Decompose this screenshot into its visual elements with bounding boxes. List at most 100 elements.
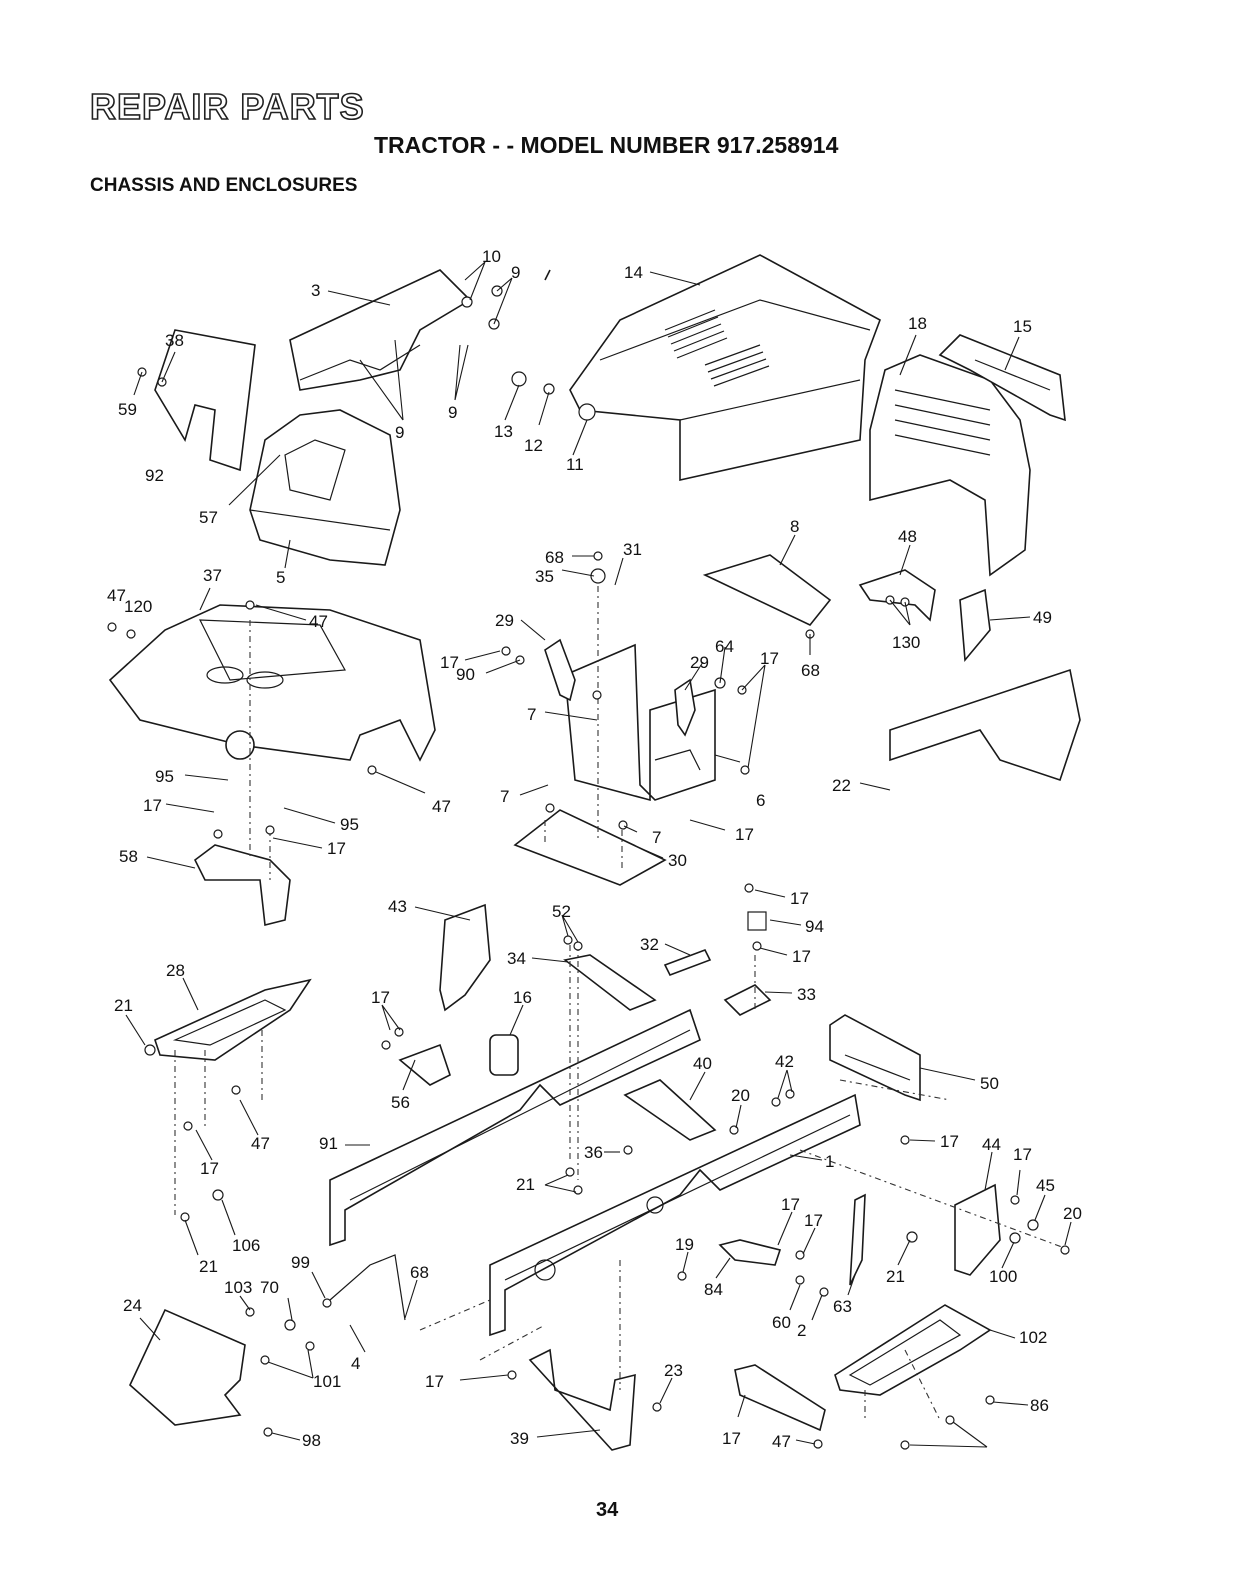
callout-label: 94 xyxy=(805,917,824,936)
callout-label: 40 xyxy=(693,1054,712,1073)
callout-label: 20 xyxy=(1063,1204,1082,1223)
callout-label: 68 xyxy=(801,661,820,680)
callout-label: 17 xyxy=(722,1429,741,1448)
callout-label: 3 xyxy=(311,281,320,300)
part-plate-30 xyxy=(513,809,667,886)
callout-label: 17 xyxy=(143,796,162,815)
callout-label: 8 xyxy=(790,517,799,536)
part-dash-bracket xyxy=(289,269,472,391)
callout-label: 35 xyxy=(535,567,554,586)
callout-label: 47 xyxy=(309,612,328,631)
callout-label: 17 xyxy=(790,889,809,908)
callout-label: 9 xyxy=(511,263,520,282)
callout-label: 84 xyxy=(704,1280,723,1299)
callout-label: 33 xyxy=(797,985,816,1004)
callout-label: 22 xyxy=(832,776,851,795)
part-grille-housing xyxy=(869,354,1031,577)
callout-label: 120 xyxy=(124,597,152,616)
callout-label: 86 xyxy=(1030,1396,1049,1415)
callout-label: 11 xyxy=(566,455,584,474)
callout-label: 16 xyxy=(513,988,532,1007)
callout-label: 38 xyxy=(165,331,184,350)
callout-label: 68 xyxy=(545,548,564,567)
callout-label: 34 xyxy=(507,949,526,968)
part-footrest-24 xyxy=(834,1304,992,1396)
callout-label: 49 xyxy=(1033,608,1052,627)
callout-label: 7 xyxy=(527,705,536,724)
callout-label: 60 xyxy=(772,1313,791,1332)
callout-label: 24 xyxy=(123,1296,142,1315)
callout-label: 103 xyxy=(224,1278,252,1297)
callout-label: 2 xyxy=(797,1321,806,1340)
callout-label: 57 xyxy=(199,508,218,527)
callout-label: 17 xyxy=(1013,1145,1032,1164)
part-hood xyxy=(569,254,881,481)
callout-label: 44 xyxy=(982,1135,1001,1154)
part-40 xyxy=(623,1079,717,1141)
callout-label: 98 xyxy=(302,1431,321,1450)
callout-label: 5 xyxy=(276,568,285,587)
part-grille-insert xyxy=(938,334,1066,422)
callout-label: 100 xyxy=(989,1267,1017,1286)
callout-label: 106 xyxy=(232,1236,260,1255)
callout-label: 36 xyxy=(584,1143,603,1162)
part-frame-rail-1 xyxy=(489,1093,861,1337)
callout-label: 95 xyxy=(340,815,359,834)
callout-label: 130 xyxy=(892,633,920,652)
callout-label: 47 xyxy=(251,1134,270,1153)
callout-label: 47 xyxy=(107,586,126,605)
callout-label: 17 xyxy=(327,839,346,858)
callout-label: 23 xyxy=(664,1361,683,1380)
callout-label: 90 xyxy=(456,665,475,684)
section-title: CHASSIS AND ENCLOSURES xyxy=(90,175,358,196)
callout-label: 21 xyxy=(886,1267,905,1286)
part-bracket-43 xyxy=(439,903,491,1012)
callout-label: 29 xyxy=(690,653,709,672)
part-control-plate-8 xyxy=(702,554,832,626)
callout-label: 12 xyxy=(524,436,543,455)
callout-label: 95 xyxy=(155,767,174,786)
part-plate-92 xyxy=(154,329,256,472)
part-steering-support xyxy=(544,269,716,802)
callout-label: 28 xyxy=(166,961,185,980)
callout-label: 10 xyxy=(482,247,501,266)
page-number: 34 xyxy=(596,1499,619,1521)
callout-label: 17 xyxy=(792,947,811,966)
part-98 xyxy=(528,1348,636,1451)
callout-label: 99 xyxy=(291,1253,310,1272)
callout-label: 91 xyxy=(319,1134,338,1153)
callout-label: 31 xyxy=(623,540,642,559)
part-50 xyxy=(829,1014,921,1102)
callout-label: 9 xyxy=(448,403,457,422)
callout-label: 50 xyxy=(980,1074,999,1093)
callout-label: 59 xyxy=(118,400,137,419)
callout-label: 101 xyxy=(313,1372,341,1391)
part-dash-housing xyxy=(249,409,401,566)
callout-label: 30 xyxy=(668,851,687,870)
callout-label: 68 xyxy=(410,1263,429,1282)
part-side-panel-22 xyxy=(889,668,1081,782)
callout-label: 4 xyxy=(351,1354,360,1373)
callout-label: 17 xyxy=(735,825,754,844)
part-bracket-58 xyxy=(193,844,291,926)
part-plate-2 xyxy=(129,1308,246,1426)
leader-lines xyxy=(125,261,1072,1448)
callout-label: 17 xyxy=(940,1132,959,1151)
callout-label: 56 xyxy=(391,1093,410,1112)
callout-label: 92 xyxy=(145,466,164,485)
part-fender xyxy=(108,604,436,762)
callout-label: 29 xyxy=(495,611,514,630)
callout-label: 18 xyxy=(908,314,927,333)
callout-label: 19 xyxy=(675,1235,694,1254)
part-32 xyxy=(663,948,712,977)
callout-label: 17 xyxy=(760,649,779,668)
callout-label: 17 xyxy=(425,1372,444,1391)
callout-label: 17 xyxy=(440,653,459,672)
callout-label: 1 xyxy=(825,1152,834,1171)
callout-label: 43 xyxy=(388,897,407,916)
callout-label: 39 xyxy=(510,1429,529,1448)
callout-label: 14 xyxy=(624,263,643,282)
callout-label: 64 xyxy=(715,637,734,656)
part-44 xyxy=(954,1183,1001,1276)
